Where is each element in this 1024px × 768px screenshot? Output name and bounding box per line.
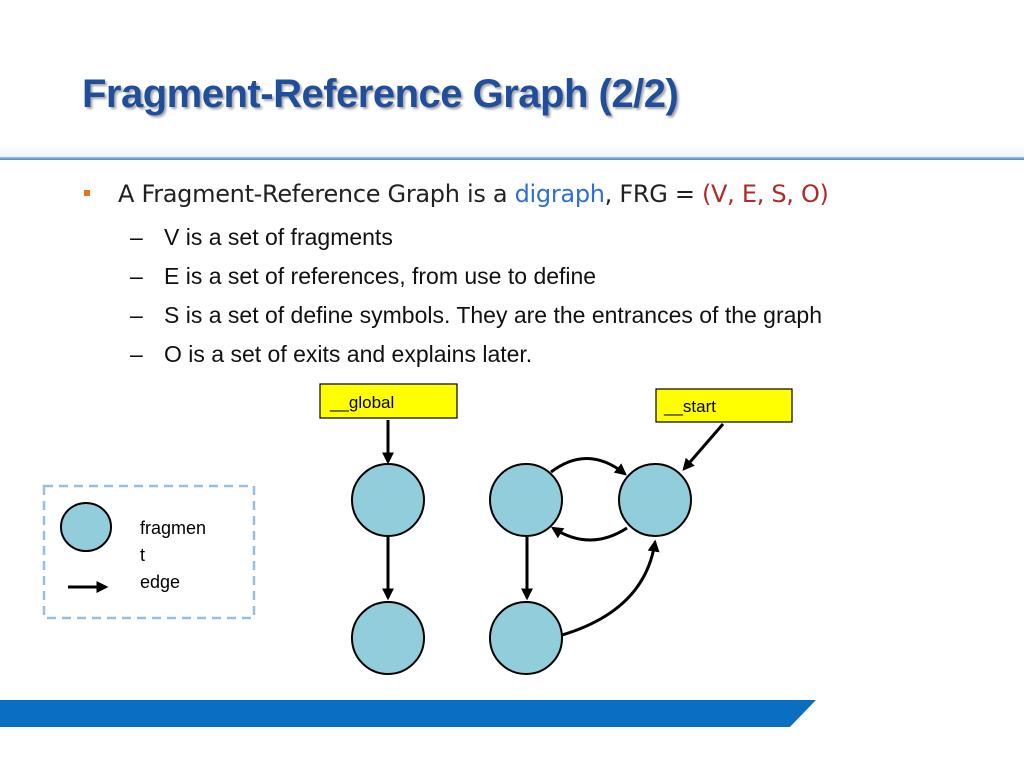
sub-bullet-text: V is a set of fragments [164, 224, 393, 250]
fragment-node [618, 463, 692, 537]
sub-bullet-o: –O is a set of exits and explains later. [130, 341, 532, 368]
fragment-node [351, 601, 425, 675]
slide-title: Fragment-Reference Graph (2/2) [82, 72, 679, 116]
footer-bar [0, 700, 816, 727]
global-label-text: __global [329, 393, 394, 412]
legend-fragment-label-line2: t [140, 545, 145, 565]
sub-bullet-text: O is a set of exits and explains later. [164, 341, 533, 367]
start-label-box: __start [655, 388, 793, 423]
bullet-main-highlight: digraph [514, 180, 605, 208]
bullet-main-prefix: A Fragment-Reference Graph is a [118, 180, 515, 208]
bullet-main: A Fragment-Reference Graph is a digraph,… [84, 180, 829, 208]
edge-start-to-node4 [682, 423, 725, 471]
sub-bullet-text: S is a set of define symbols. They are t… [164, 302, 823, 328]
sub-bullet-dash: – [130, 263, 143, 289]
sub-bullet-dash: – [130, 341, 143, 367]
fragment-node [351, 463, 425, 537]
bullet-square-icon [84, 190, 90, 196]
start-label-text: __start [663, 397, 716, 416]
edge-node5-to-node4 [561, 539, 660, 637]
sub-bullet-v: –V is a set of fragments [130, 224, 393, 251]
legend-edge-label: edge [140, 572, 180, 592]
legend-box: fragmen t edge [42, 484, 256, 620]
sub-bullet-text: E is a set of references, from use to de… [164, 263, 597, 289]
bullet-main-middle: , FRG = [604, 180, 702, 208]
sub-bullet-dash: – [130, 224, 143, 250]
sub-bullet-dash: – [130, 302, 143, 328]
fragment-node [489, 601, 563, 675]
sub-bullet-s: –S is a set of define symbols. They are … [130, 302, 822, 329]
sub-bullet-e: –E is a set of references, from use to d… [130, 263, 596, 290]
title-divider [0, 157, 1024, 160]
edge-node3-to-node4 [550, 457, 627, 476]
bullet-main-tuple: (V, E, S, O) [701, 180, 829, 208]
global-label-box: __global [319, 383, 458, 419]
title-shade [0, 146, 1024, 157]
fragment-node [489, 463, 563, 537]
edge-node4-to-node3 [550, 526, 628, 542]
legend-fragment-label-line1: fragmen [140, 518, 206, 538]
legend-fragment-icon [60, 502, 112, 552]
